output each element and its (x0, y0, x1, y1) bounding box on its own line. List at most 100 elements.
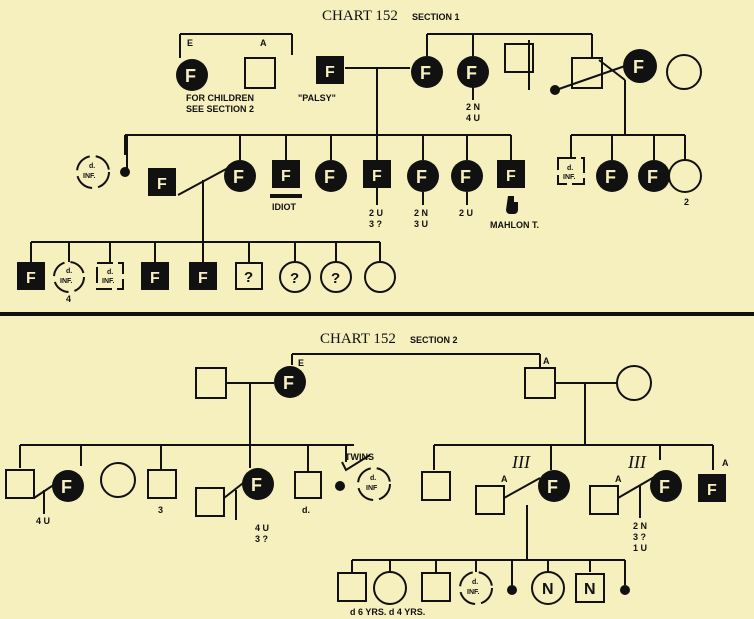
sibship-line (30, 242, 381, 262)
sibship-line (351, 505, 626, 585)
male-normal (244, 57, 276, 89)
affected-male (272, 160, 300, 188)
offspring-count: 2 U (459, 208, 473, 218)
male-normal (421, 471, 451, 501)
infant-label: INF. (467, 589, 480, 596)
infant-label: INF. (60, 278, 73, 285)
alcoholic-tag: A (501, 474, 508, 484)
male-normal (195, 367, 227, 399)
male-normal (421, 572, 451, 602)
infant-death-label: d. (370, 475, 376, 482)
infant-death (507, 585, 517, 595)
feeble-minded-mark: F (61, 477, 72, 497)
feeble-minded-mark: F (157, 176, 167, 193)
feeble-minded-mark: F (647, 167, 658, 187)
infant-death-label: d. (89, 163, 95, 170)
offspring-count: 2 (684, 197, 689, 207)
epileptic-tag: E (187, 38, 193, 48)
epileptic-tag: E (298, 358, 304, 368)
infant-death (335, 481, 345, 491)
female-normal (616, 365, 652, 401)
affected-female (638, 160, 670, 192)
alcoholic-tag: A (615, 474, 622, 484)
female-normal (364, 261, 396, 293)
feeble-minded-mark: F (633, 57, 644, 77)
infant-death-label: d. (472, 579, 478, 586)
offspring-count: 2 U (369, 208, 383, 218)
affected-male (363, 160, 391, 188)
feeble-minded-mark: F (281, 168, 291, 185)
infant-label: INF. (102, 278, 115, 285)
male-normal (571, 57, 603, 89)
feeble-minded-mark: F (283, 373, 294, 393)
feeble-minded-mark: F (466, 63, 477, 83)
generation-mark: III (627, 452, 647, 472)
affected-male (497, 160, 525, 188)
feeble-minded-mark: F (150, 270, 160, 287)
male-normal (524, 367, 556, 399)
infant-male (557, 157, 585, 185)
offspring-count: 3 ? (369, 219, 382, 229)
feeble-minded-mark: F (251, 475, 262, 495)
affected-male (189, 262, 217, 290)
idiot-label: IDIOT (272, 202, 297, 212)
sibship-line (426, 33, 593, 58)
affected-female (407, 160, 439, 192)
feeble-minded-mark: F (605, 167, 616, 187)
section-label-1: SECTION 1 (412, 12, 460, 22)
male-normal (475, 485, 505, 515)
pointing-hand-icon (506, 196, 518, 214)
sibship-line (124, 135, 512, 168)
offspring-count: 1 U (633, 543, 647, 553)
female-normal (100, 462, 136, 498)
male-normal (337, 572, 367, 602)
male-normal (5, 469, 35, 499)
feeble-minded-mark: F (325, 64, 335, 81)
offspring-count: 4 U (36, 516, 50, 526)
sibship-line (433, 383, 714, 470)
female-normal-n (531, 571, 565, 605)
death-age-note: d 6 YRS. d 4 YRS. (350, 607, 425, 617)
unknown-mark: ? (331, 270, 340, 287)
chart-title-2: CHART 152 (320, 331, 396, 347)
affected-male (141, 262, 169, 290)
offspring-count: 3 ? (255, 534, 268, 544)
normal-mark: N (542, 581, 554, 598)
normal-mark: N (584, 581, 596, 598)
section-2: CHART 152 SECTION 2 E A F TWINS F 4 U 3 … (5, 331, 729, 617)
male-normal (589, 485, 619, 515)
unknown-mark: ? (244, 269, 253, 286)
feeble-minded-mark: F (659, 477, 670, 497)
feeble-minded-mark: F (26, 270, 36, 287)
feeble-minded-mark: F (372, 168, 382, 185)
marriage-line (503, 477, 541, 499)
affected-female (315, 160, 347, 192)
infant-female (357, 467, 391, 501)
affected-female (52, 470, 84, 502)
infant-label: INF. (83, 173, 96, 180)
infant-label: INF (366, 485, 378, 492)
male-normal (195, 487, 225, 517)
feeble-minded-mark: F (420, 63, 431, 83)
children-note: SEE SECTION 2 (186, 104, 254, 114)
offspring-count: 2 N (633, 521, 647, 531)
sibship-line (291, 353, 541, 368)
affected-male (698, 474, 726, 502)
sibling-count: 4 U (466, 113, 480, 123)
male-normal (294, 471, 322, 499)
feeble-minded-mark: F (506, 168, 516, 185)
infant-male (96, 262, 124, 290)
affected-female (596, 160, 628, 192)
infant-death (550, 85, 560, 95)
affected-female (623, 49, 657, 83)
affected-female (451, 160, 483, 192)
offspring-count: 3 ? (633, 532, 646, 542)
infant-death-label: d. (107, 269, 113, 276)
infant-female (76, 155, 110, 189)
infant-death (120, 167, 130, 177)
alcoholic-tag: A (543, 356, 550, 366)
male-normal (147, 469, 177, 499)
feeble-minded-mark: F (416, 167, 427, 187)
infant-label: INF. (563, 174, 576, 181)
twins-label: TWINS (345, 452, 374, 462)
